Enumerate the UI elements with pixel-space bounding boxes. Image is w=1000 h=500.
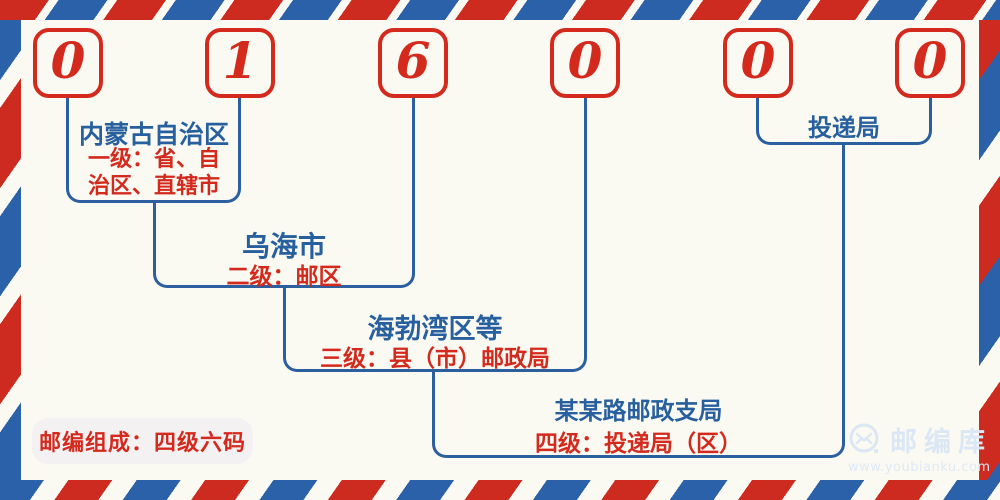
connector-digit4-line — [584, 98, 587, 291]
digit-box-5: 0 — [723, 28, 793, 98]
level-2-title: 乌海市 — [241, 230, 326, 263]
level-3-title: 海勃湾区等 — [367, 314, 503, 345]
level-2-bracket — [153, 203, 415, 288]
level-2-desc: 二级：邮区 — [226, 264, 342, 290]
level-1-bracket — [66, 98, 241, 203]
digit-5: 0 — [740, 31, 776, 90]
digit-box-1: 0 — [33, 28, 103, 98]
delivery-label: 投递局 — [808, 114, 880, 142]
brand-name: 邮编库 — [890, 427, 992, 458]
digit-3: 6 — [395, 31, 431, 90]
envelope-circle-icon — [848, 423, 882, 457]
level-4-title: 某某路邮政支局 — [554, 397, 723, 425]
digit-box-6: 0 — [895, 28, 965, 98]
connector-delivery-line — [842, 143, 845, 375]
airmail-border-bottom — [0, 480, 1000, 500]
airmail-border-left — [0, 0, 21, 500]
level-1-desc: 一级：省、自 治区、直辖市 — [87, 147, 220, 199]
level-1-title: 内蒙古自治区 — [78, 120, 229, 149]
level-4-bracket — [432, 372, 845, 458]
level-3-desc: 三级：县（市）邮政局 — [320, 346, 550, 372]
brand-url: www.youbianku.com — [848, 460, 991, 475]
airmail-border-top — [0, 0, 1000, 20]
delivery-bracket — [756, 98, 932, 145]
digit-4: 0 — [567, 31, 603, 90]
level-3-bracket — [283, 288, 587, 372]
composition-note: 邮编组成：四级六码 — [38, 431, 246, 456]
airmail-border-right — [979, 0, 1000, 500]
digit-box-2: 1 — [205, 28, 275, 98]
digit-box-4: 0 — [550, 28, 620, 98]
level-4-desc: 四级：投递局（区） — [535, 431, 742, 457]
digit-6: 0 — [912, 31, 948, 90]
composition-pill: 邮编组成：四级六码 — [32, 418, 253, 464]
digit-2: 1 — [222, 31, 258, 90]
brand-watermark: 邮编库 www.youbianku.com — [848, 420, 998, 475]
connector-digit3-line — [412, 98, 415, 206]
digit-box-3: 6 — [378, 28, 448, 98]
digit-1: 0 — [50, 31, 86, 90]
